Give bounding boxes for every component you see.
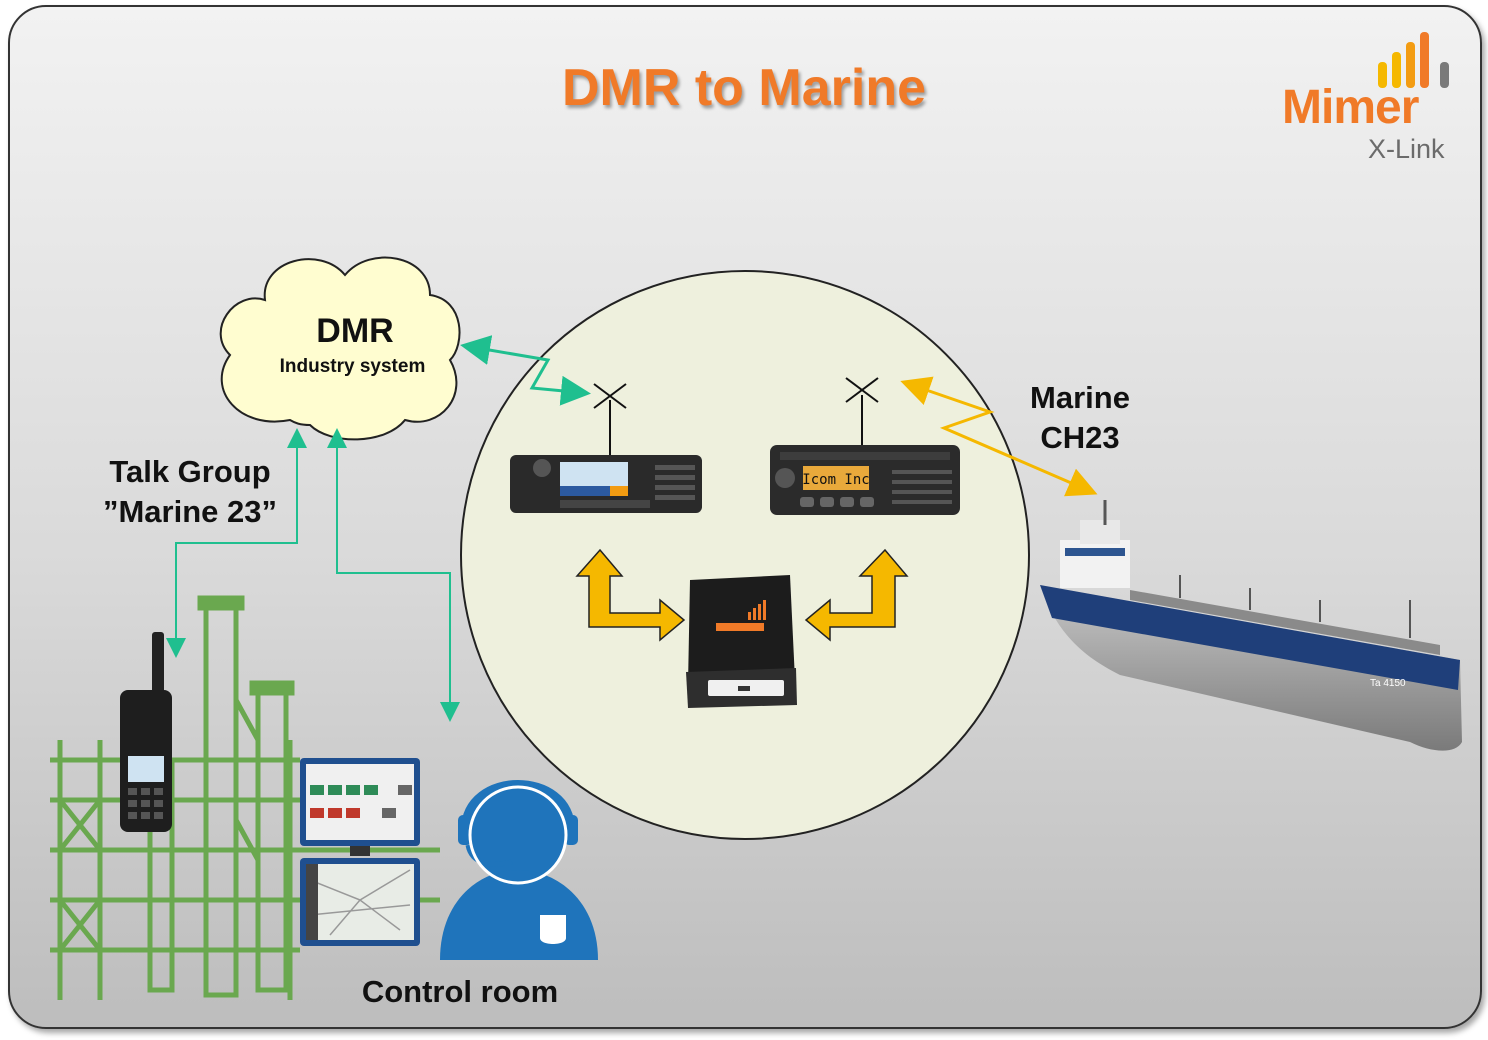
ship-name: Ta 4150 [1370, 678, 1406, 689]
interface-circle [460, 270, 1030, 840]
talk-group-line2: ”Marine 23” [102, 494, 277, 529]
industrial-plant-icon [50, 595, 440, 1000]
mimer-logo-bars [1378, 32, 1449, 88]
talk-group-label: Talk Group ”Marine 23” [60, 452, 320, 532]
right-interface-arrow [804, 548, 909, 642]
map-display-monitor [300, 858, 420, 946]
marine-line2: CH23 [1040, 420, 1120, 455]
cloud-subtitle: Industry system [279, 356, 426, 377]
marine-radio-link [900, 376, 1098, 497]
control-room-link [327, 428, 460, 722]
dmr-mobile-radio [510, 383, 702, 513]
left-interface-arrow [575, 548, 686, 642]
diagram-title: DMR to Marine [562, 59, 926, 117]
dmr-radio-link [460, 335, 591, 406]
control-room-label: Control room [361, 974, 559, 1009]
handheld-dmr-radio [120, 632, 172, 832]
talk-group-line1: Talk Group [109, 454, 271, 489]
icom-display-text: Icom Inc [802, 472, 869, 488]
marine-channel-label: Marine CH23 [990, 378, 1170, 458]
talk-group-link [166, 428, 307, 658]
x-link-interface-box [686, 575, 797, 708]
dispatch-console-monitor [300, 758, 420, 856]
cloud-title: DMR [316, 312, 394, 350]
cargo-ship-image: Ta 4150 [1040, 500, 1462, 751]
operator-headset-icon [440, 780, 598, 960]
marine-line1: Marine [1030, 380, 1130, 415]
x-link-logo-text: X-Link [1368, 134, 1445, 164]
mimer-logo-text: Mimer [1282, 81, 1419, 134]
